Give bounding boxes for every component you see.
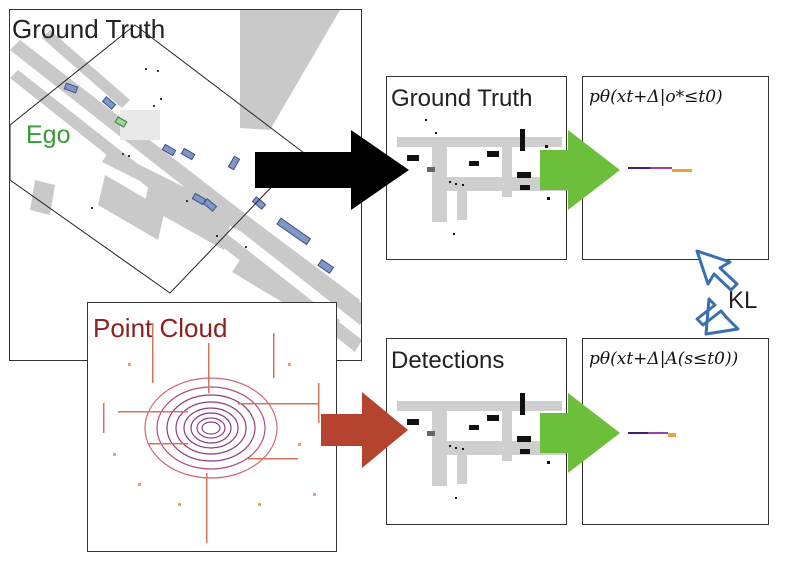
- ground-truth-title: Ground Truth: [12, 14, 166, 44]
- green-right-arrow-bottom-icon: [540, 393, 620, 473]
- kl-label: KL: [728, 287, 758, 314]
- formula-bottom: pθ(xt+Δ|A(s≤t0)): [589, 349, 739, 369]
- detections-title: Detections: [391, 347, 505, 374]
- black-right-arrow-icon: [255, 130, 409, 210]
- detections-map: [397, 393, 566, 499]
- ego-label: Ego: [26, 121, 71, 149]
- green-right-arrow-top-icon: [540, 130, 620, 210]
- formula-top: pθ(xt+Δ|o*≤t0): [589, 87, 723, 107]
- kl-arrow-down-icon: [695, 297, 740, 336]
- prediction-gt-plot: [628, 167, 692, 172]
- point-cloud-title: Point Cloud: [93, 313, 228, 343]
- ground-truth-small-panel: Ground Truth: [386, 76, 567, 260]
- prediction-det-plot: [628, 432, 676, 437]
- ground-truth-small-map: [397, 119, 566, 235]
- kl-arrow-up-icon: [695, 249, 739, 292]
- red-right-arrow-icon: [321, 392, 408, 468]
- prediction-det-panel: pθ(xt+Δ|A(s≤t0)): [582, 338, 769, 525]
- point-cloud-panel: Point Cloud: [87, 302, 337, 552]
- point-cloud-plot: [103, 323, 320, 543]
- detections-panel: Detections: [386, 338, 567, 525]
- ground-truth-map-panel: Ground Truth Ego: [9, 9, 362, 361]
- ground-truth-small-title: Ground Truth: [391, 85, 533, 112]
